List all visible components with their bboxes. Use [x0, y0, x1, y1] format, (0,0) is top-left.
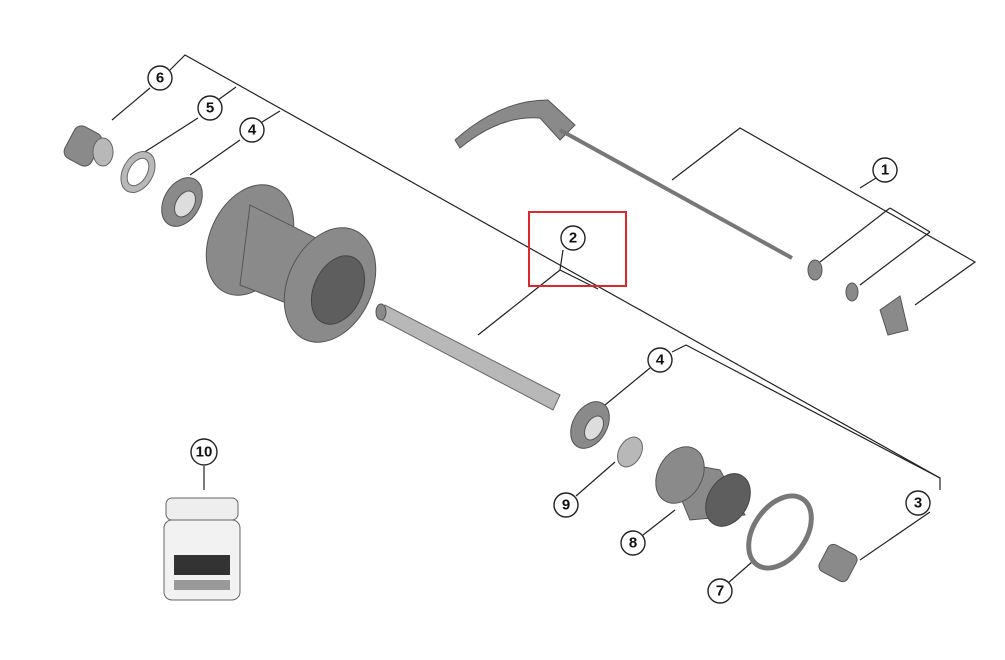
- callout-label: 4: [656, 352, 665, 369]
- part-2-axle: [375, 303, 561, 411]
- callout-label: 4: [248, 122, 257, 139]
- callout-2: 2: [560, 225, 586, 251]
- hub-body: [205, 184, 377, 343]
- part-4-bearing-left: [161, 177, 203, 227]
- part-4-bearing-right: [570, 401, 610, 449]
- callout-label: 7: [716, 583, 724, 600]
- leader-lines: [111, 54, 977, 584]
- part-7-spacer-ring: [746, 493, 814, 571]
- highlight-box: [528, 211, 627, 287]
- callout-label: 8: [629, 535, 637, 552]
- callout-5: 5: [197, 95, 223, 121]
- callout-1: 1: [872, 157, 898, 183]
- part-6-end-cap: [63, 125, 114, 167]
- callout-10: 10: [190, 438, 218, 466]
- callout-label: 1: [881, 162, 889, 179]
- callout-8: 8: [620, 530, 646, 556]
- part-3-end-cap: [818, 543, 858, 583]
- callout-label: 9: [562, 497, 570, 514]
- callout-3: 3: [905, 490, 931, 516]
- part-10-grease-jar: [163, 497, 241, 601]
- callout-4-left: 4: [239, 117, 265, 143]
- callout-6: 6: [147, 65, 173, 91]
- callout-label: 3: [914, 495, 922, 512]
- callout-4-right: 4: [647, 347, 673, 373]
- callout-label: 2: [569, 230, 577, 247]
- part-8-freehub-body: [655, 446, 751, 527]
- part-9-spacer: [617, 436, 643, 468]
- part-1-quick-release: [454, 99, 909, 336]
- part-5-spacer: [120, 151, 156, 193]
- callout-label: 10: [196, 444, 213, 461]
- callout-7: 7: [707, 578, 733, 604]
- callout-label: 5: [206, 100, 214, 117]
- callout-9: 9: [553, 492, 579, 518]
- callout-label: 6: [156, 70, 164, 87]
